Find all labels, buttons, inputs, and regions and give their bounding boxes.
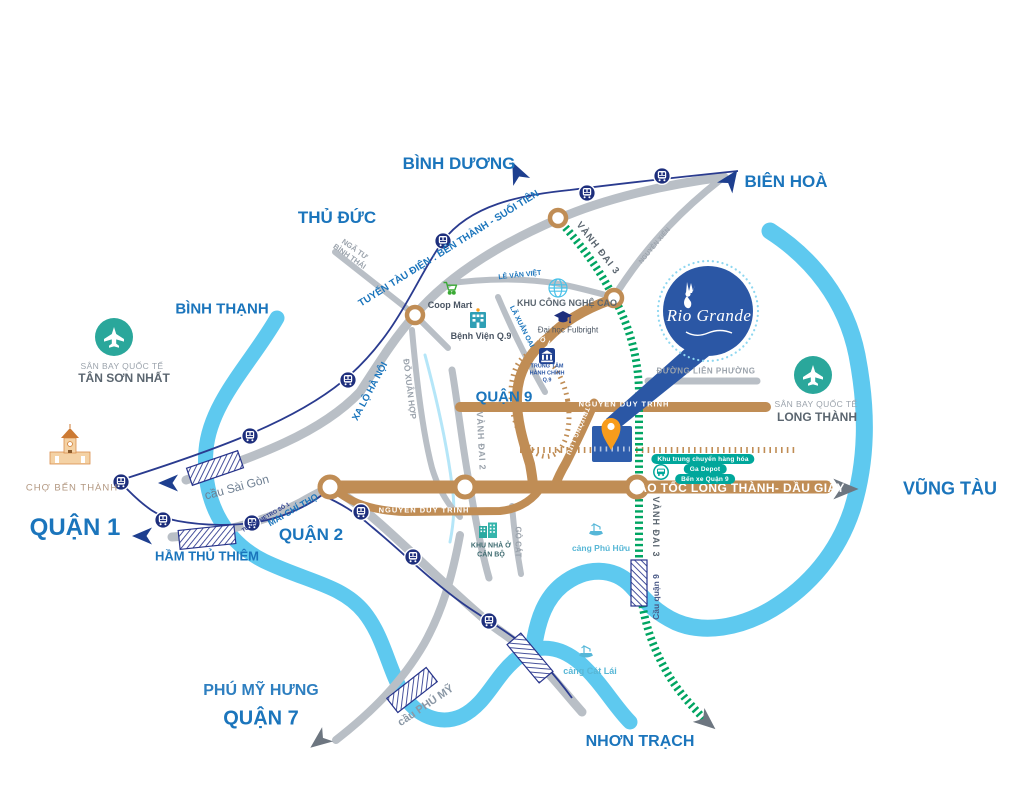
poi-label-fulbright: Đại học Fulbright — [537, 325, 599, 335]
train-icon — [339, 371, 357, 389]
road-la-xuan-oai — [495, 294, 548, 395]
poi-label-phu-huu: cảng Phú Hữu — [571, 543, 631, 554]
project-marker — [592, 347, 709, 462]
bridge-cat-lai-road — [506, 632, 554, 684]
bus-depot-icon — [653, 464, 669, 480]
tunnel-thu-thiem — [177, 523, 237, 551]
train-icon — [480, 612, 498, 630]
port-crane-icon — [588, 523, 604, 537]
junctions — [317, 207, 650, 500]
road-label-nguyen-duy-trinh-lower: NGUYỄN DUY TRINH — [378, 505, 470, 515]
hospital-icon — [470, 308, 486, 328]
road-le-van-viet — [441, 276, 616, 300]
badge-depot-line3: Bến xe Quận 9 — [675, 474, 735, 484]
globe-icon — [548, 278, 568, 298]
logo-wave — [685, 329, 733, 336]
poi-label-hospital: Bệnh Viện Q.9 — [450, 330, 512, 341]
bridge-cau-phu-my — [385, 666, 439, 714]
region-label-vung-tau: VŨNG TÀU — [903, 478, 997, 499]
poi-label-shtp: KHU CÔNG NGHỆ CAO — [516, 297, 618, 308]
graduation-cap-icon — [554, 311, 572, 324]
train-icon — [404, 548, 422, 566]
road-label-go-cat: GÒ CÁT — [513, 526, 523, 558]
poi-label-tsn-sub: SÂN BAY QUỐC TẾ — [80, 361, 164, 372]
road-lo-lu — [511, 295, 615, 492]
brown-roads — [323, 295, 833, 517]
poi-label-coop-mart: Coop Mart — [427, 299, 473, 310]
airplane-icon — [95, 318, 133, 356]
road-label-lien-phuong: ĐƯỜNG LIÊN PHƯỜNG — [656, 366, 756, 376]
region-label-thu-duc: THỦ ĐỨC — [297, 208, 377, 228]
poi-label-ben-thanh: CHỢ BẾN THÀNH — [25, 482, 119, 494]
train-icon — [653, 166, 671, 186]
arrow-quan7-icon — [304, 727, 334, 755]
arrow-ham-thu-thiem-icon — [132, 527, 152, 545]
market-icon — [49, 424, 91, 465]
badge-depot-line2: Ga Depot — [683, 464, 727, 474]
government-building-icon — [539, 348, 555, 364]
project-logo — [656, 259, 760, 363]
river-dong-nai — [525, 222, 873, 654]
stream — [423, 353, 456, 544]
road-label-nguyen-duy-trinh-upper: NGUYỄN DUY TRINH — [578, 399, 670, 409]
road-phu-my — [332, 531, 464, 744]
train-icon — [578, 183, 596, 203]
region-label-quan-7: QUẬN 7 — [223, 707, 299, 730]
poi-label-lt-sub: SÂN BAY QUỐC TẾ — [774, 399, 858, 410]
road-nguyen-duy-trinh-lower — [334, 485, 544, 517]
road-label-cao-toc: CAO TỐC LONG THÀNH- DẦU GIÂY — [629, 481, 845, 496]
poi-label-admin-center: TRUNG TÂM HÀNH CHÍNH Q.9 — [529, 363, 565, 384]
shopping-cart-icon — [443, 281, 458, 295]
airplane-icon — [794, 356, 832, 394]
region-label-nhon-trach: NHƠN TRẠCH — [585, 732, 695, 750]
train-icon — [352, 503, 370, 521]
river-saigon — [198, 310, 638, 730]
road-do-xuan-hop — [409, 327, 463, 520]
region-label-quan-2: QUẬN 2 — [278, 525, 344, 545]
bridges — [177, 449, 648, 714]
region-label-quan-9: QUẬN 9 — [475, 388, 533, 406]
planned-ring — [508, 351, 572, 459]
region-label-binh-duong: BÌNH DƯƠNG — [402, 154, 516, 174]
location-pin-icon — [601, 418, 621, 450]
project-logo-text: Rio Grande — [666, 306, 752, 325]
port-crane-icon — [578, 645, 594, 659]
bridge-cau-quan-9 — [630, 559, 648, 607]
arrow-nhon-trach-icon — [692, 708, 722, 736]
logo-pointer — [606, 347, 709, 430]
region-label-quan-1: QUẬN 1 — [29, 514, 121, 542]
train-icon — [153, 511, 173, 529]
region-label-binh-thanh: BÌNH THẠNH — [175, 300, 269, 318]
road-label-cau-quan-9: Cầu quận 9 — [651, 574, 662, 620]
badge-depot-line1: Khu trung chuyển hàng hóa — [651, 454, 755, 464]
bridge-cau-sai-gon — [185, 449, 245, 487]
region-label-bien-hoa: BIÊN HOÀ — [744, 172, 828, 192]
train-icon — [240, 427, 259, 445]
poi-label-can-bo: KHU NHÀ Ở CÁN BỘ — [470, 542, 512, 558]
road-label-vanh-dai-3-south: VÀNH ĐAI 3 — [651, 496, 662, 558]
road-nguyen-xien — [610, 176, 724, 301]
apartment-icon — [479, 522, 497, 538]
poi-label-cat-lai: cảng Cát Lái — [563, 665, 617, 676]
poi-label-tan-son-nhat: TÂN SƠN NHẤT — [78, 371, 170, 386]
region-label-phu-my-hung: PHÚ MỸ HƯNG — [203, 681, 319, 699]
label-ham-thu-thiem: HẦM THỦ THIÊM — [155, 548, 259, 564]
bird-icon — [684, 282, 695, 309]
arrow-quan1-icon — [158, 474, 178, 492]
poi-label-long-thanh: LONG THÀNH — [777, 410, 857, 425]
